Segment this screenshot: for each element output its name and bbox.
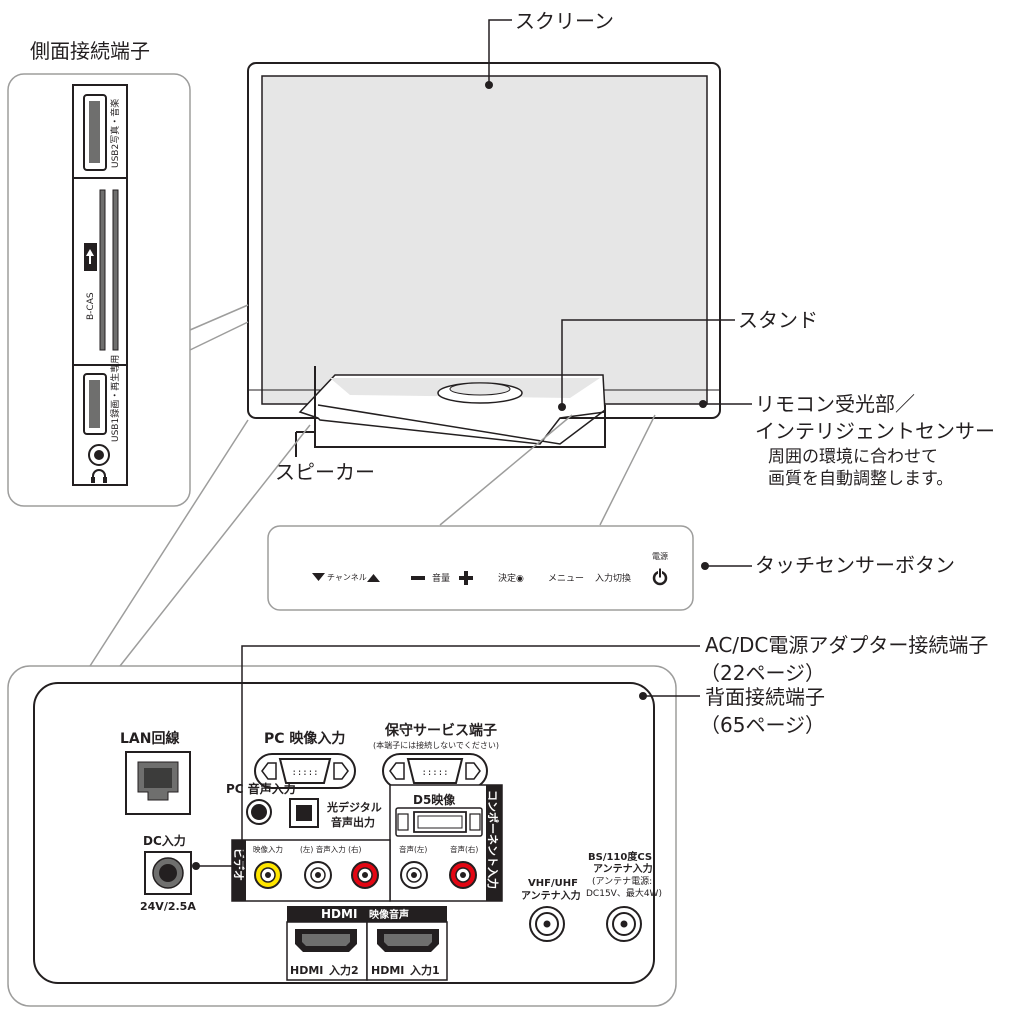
audio-lr-label: (左) 音声入力 (右) <box>300 844 362 854</box>
bs-label-4: DC15V、最大4W) <box>586 887 662 899</box>
touch-sensor-callout: タッチセンサーボタン <box>755 553 955 577</box>
hdmi1-logo: HDMI <box>371 964 404 977</box>
channel-up-icon <box>367 574 380 582</box>
touch-panel: チャンネル 音量 決定◉ メニュー 入力切換 電源 <box>267 414 752 611</box>
input-label: 入力切換 <box>595 572 631 584</box>
power-label: 電源 <box>652 552 668 561</box>
pc-audio-label: PC 音声入力 <box>226 781 296 796</box>
touch-panel-frame <box>267 525 694 611</box>
speaker-callout: スピーカー <box>275 460 375 484</box>
hdmi-header-label: 映像音声 <box>369 908 409 921</box>
remote-sensor-note-1: 周囲の環境に合わせて <box>768 447 938 467</box>
usb1-label: USB1録画・再生専用 <box>109 355 121 442</box>
component-label: コンポーネント入力 <box>486 790 500 889</box>
side-panel: USB2写真・音楽 B-CAS USB1録画・再生専用 <box>7 73 249 507</box>
menu-label: メニュー <box>548 574 584 584</box>
bcas-label: B-CAS <box>86 292 96 320</box>
enter-label: 決定◉ <box>498 572 524 584</box>
hdmi2-logo: HDMI <box>290 964 323 977</box>
rear-panel: LAN回線 PC 映像入力 ::::: 保守サービス端子 (本端子には接続しない… <box>7 419 700 1007</box>
hdmi1-label: 入力1 <box>410 963 440 977</box>
tv-screen <box>261 75 708 405</box>
optical-label-2: 音声出力 <box>331 815 375 829</box>
remote-sensor-callout-2: インテリジェントセンサー <box>755 419 995 443</box>
acdc-callout-2: （22ページ） <box>700 661 826 685</box>
bs-label-3: (アンテナ電源: <box>592 876 652 887</box>
channel-down-icon <box>312 573 325 581</box>
volume-down-icon <box>411 576 425 580</box>
bs-label-1: BS/110度CS <box>588 850 652 863</box>
svg-text::::::: ::::: <box>291 768 318 778</box>
channel-label: チャンネル <box>327 573 367 582</box>
acdc-callout-1: AC/DC電源アダプター接続端子 <box>705 633 989 657</box>
pc-video-label: PC 映像入力 <box>264 730 345 747</box>
volume-up-icon-v <box>464 571 468 585</box>
service-note: (本端子には接続しないでください) <box>373 740 499 750</box>
bcas-slot-left <box>99 189 106 351</box>
hdmi-header-bar <box>287 906 447 922</box>
volume-label: 音量 <box>432 572 450 584</box>
video-label: ビデオ <box>232 848 246 881</box>
remote-sensor-callout-1: リモコン受光部／ <box>755 392 915 416</box>
dc-in-label: DC入力 <box>143 833 186 848</box>
headphone-icon <box>92 469 106 481</box>
comp-audio-r-label: 音声(右) <box>450 844 478 854</box>
speaker-bracket <box>314 366 606 448</box>
tv-front <box>247 19 752 457</box>
hdmi-header-logo: HDMI <box>321 907 357 921</box>
vhf-label-1: VHF/UHF <box>528 878 578 889</box>
svg-text::::::: ::::: <box>421 768 448 778</box>
d5-label: D5映像 <box>413 792 456 807</box>
remote-sensor-note-2: 画質を自動調整します。 <box>768 469 954 489</box>
stand-callout: スタンド <box>738 308 818 332</box>
component-label-bar <box>486 785 502 901</box>
bs-label-2: アンテナ入力 <box>593 862 653 875</box>
optical-label-1: 光デジタル <box>326 800 382 814</box>
screen-callout: スクリーン <box>515 9 614 33</box>
rear-callout-1: 背面接続端子 <box>705 685 825 709</box>
usb2-label: USB2写真・音楽 <box>109 99 121 168</box>
comp-audio-l-label: 音声(左) <box>399 844 427 854</box>
vhf-label-2: アンテナ入力 <box>521 889 581 902</box>
hdmi2-label: 入力2 <box>329 963 359 977</box>
bcas-slot-right <box>112 189 119 351</box>
rear-callout-2: （65ページ） <box>700 713 826 737</box>
lan-label: LAN回線 <box>120 730 179 747</box>
service-label: 保守サービス端子 <box>384 722 497 739</box>
video-in-label: 映像入力 <box>253 844 283 854</box>
dc-rating: 24V/2.5A <box>140 900 196 913</box>
side-terminals-title: 側面接続端子 <box>30 39 150 63</box>
